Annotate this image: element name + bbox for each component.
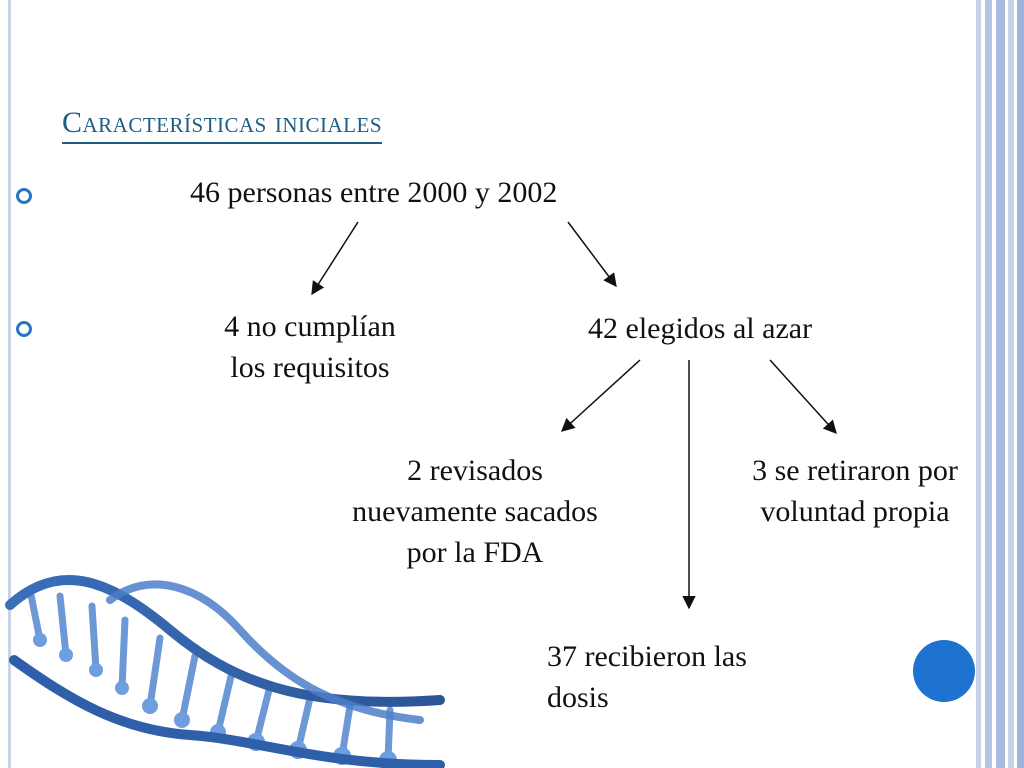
arrow-randomized-to-withdrew: [769, 359, 837, 435]
arrow-root-to-excluded: [311, 221, 359, 296]
dna-strand-a: [5, 574, 445, 707]
node-randomized: 42 elegidos al azar: [588, 308, 812, 349]
right-decorative-stripes: [976, 0, 1024, 768]
arrow-randomized-to-reviewed: [561, 359, 641, 432]
node-withdrew-line-1: 3 se retiraron por: [752, 454, 958, 487]
node-excluded: 4 no cumplían los requisitos: [190, 306, 430, 388]
node-reviewed-line-1: 2 revisados: [407, 454, 543, 487]
arrow-root-to-randomized: [567, 221, 617, 288]
decorative-blue-circle: [913, 640, 975, 702]
dna-helix-image: [5, 574, 445, 768]
node-withdrew: 3 se retiraron por voluntad propia: [710, 450, 1000, 532]
node-root: 46 personas entre 2000 y 2002: [190, 172, 557, 213]
bullet-marker: [16, 321, 32, 337]
node-reviewed-line-2: nuevamente sacados: [352, 495, 598, 528]
node-received: 37 recibieron las dosis: [547, 636, 747, 718]
dna-strand-b: [9, 655, 445, 768]
dna-strand-c: [106, 580, 424, 724]
node-excluded-line-2: los requisitos: [230, 351, 390, 384]
node-received-line-1: 37 recibieron las: [547, 640, 747, 673]
node-withdrew-line-2: voluntad propia: [760, 495, 950, 528]
node-reviewed-line-3: por la FDA: [406, 536, 544, 569]
node-excluded-line-1: 4 no cumplían: [224, 310, 396, 343]
bullet-marker: [16, 188, 32, 204]
node-reviewed: 2 revisados nuevamente sacados por la FD…: [300, 450, 650, 573]
slide-title: Características iniciales: [62, 106, 383, 144]
node-received-line-2: dosis: [547, 681, 609, 714]
left-border-line: [8, 0, 11, 768]
node-randomized-text: 42 elegidos al azar: [588, 312, 813, 345]
node-root-text: 46 personas entre 2000 y 2002: [190, 176, 558, 209]
